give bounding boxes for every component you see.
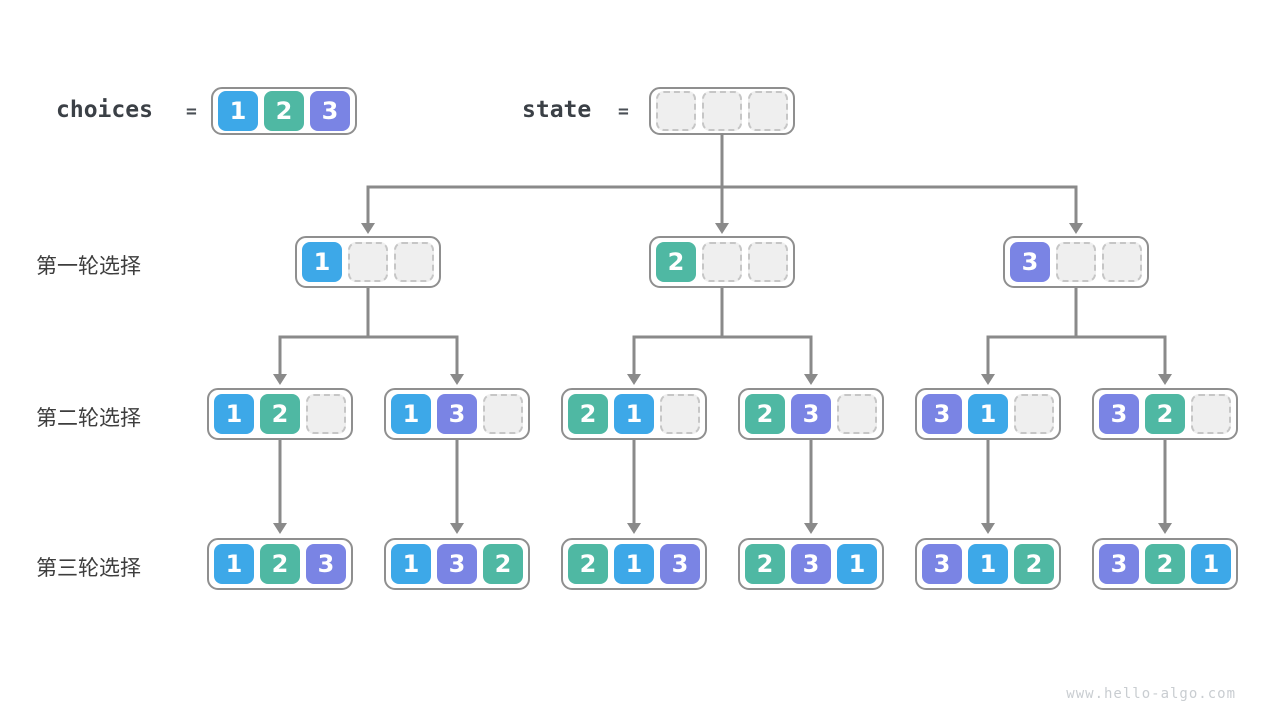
- state-keyword: state: [522, 97, 592, 123]
- empty-cell: [748, 242, 788, 282]
- choice-cell-2: 2: [260, 544, 300, 584]
- choice-cell-3: 3: [660, 544, 700, 584]
- choice-cell-2: 2: [260, 394, 300, 434]
- choice-cell-1: 1: [391, 544, 431, 584]
- choice-cell-1: 1: [302, 242, 342, 282]
- choice-cell-3: 3: [922, 394, 962, 434]
- choice-cell-2: 2: [264, 91, 304, 131]
- row-label-round-3: 第三轮选择: [36, 557, 141, 580]
- empty-cell: [394, 242, 434, 282]
- choices-keyword: choices: [56, 97, 153, 123]
- choice-cell-1: 1: [391, 394, 431, 434]
- choice-cell-3: 3: [437, 544, 477, 584]
- choice-cell-1: 1: [614, 544, 654, 584]
- empty-cell: [702, 91, 742, 131]
- choice-cell-2: 2: [745, 544, 785, 584]
- choice-cell-1: 1: [837, 544, 877, 584]
- choices-equals-sign: =: [186, 101, 197, 122]
- choice-cell-3: 3: [437, 394, 477, 434]
- empty-cell: [702, 242, 742, 282]
- row-label-round-1: 第一轮选择: [36, 255, 141, 278]
- watermark: www.hello-algo.com: [1066, 686, 1236, 702]
- choice-cell-1: 1: [968, 394, 1008, 434]
- choice-cell-3: 3: [791, 394, 831, 434]
- state-node-r1-2: 2: [649, 236, 795, 288]
- choice-cell-3: 3: [1099, 394, 1139, 434]
- empty-cell: [483, 394, 523, 434]
- empty-cell: [1056, 242, 1096, 282]
- empty-cell: [348, 242, 388, 282]
- empty-cell: [1102, 242, 1142, 282]
- choice-cell-2: 2: [745, 394, 785, 434]
- state-equals-sign: =: [618, 101, 629, 122]
- choice-cell-1: 1: [1191, 544, 1231, 584]
- choice-cell-2: 2: [1014, 544, 1054, 584]
- choice-cell-1: 1: [218, 91, 258, 131]
- empty-cell: [660, 394, 700, 434]
- empty-cell: [837, 394, 877, 434]
- choice-cell-2: 2: [656, 242, 696, 282]
- choice-cell-3: 3: [791, 544, 831, 584]
- choice-cell-2: 2: [568, 394, 608, 434]
- choice-cell-3: 3: [1099, 544, 1139, 584]
- state-node-r1-1: 1: [295, 236, 441, 288]
- choice-cell-1: 1: [214, 394, 254, 434]
- choice-cell-3: 3: [922, 544, 962, 584]
- empty-cell: [1014, 394, 1054, 434]
- choice-cell-2: 2: [1145, 544, 1185, 584]
- empty-cell: [748, 91, 788, 131]
- choice-cell-2: 2: [1145, 394, 1185, 434]
- choice-cell-2: 2: [568, 544, 608, 584]
- choice-cell-3: 3: [306, 544, 346, 584]
- empty-cell: [1191, 394, 1231, 434]
- choice-cell-3: 3: [1010, 242, 1050, 282]
- state-node-r1-3: 3: [1003, 236, 1149, 288]
- choice-cell-1: 1: [614, 394, 654, 434]
- choice-cell-1: 1: [968, 544, 1008, 584]
- choice-cell-1: 1: [214, 544, 254, 584]
- choice-cell-2: 2: [483, 544, 523, 584]
- choice-cell-3: 3: [310, 91, 350, 131]
- empty-cell: [306, 394, 346, 434]
- row-label-round-2: 第二轮选择: [36, 407, 141, 430]
- empty-cell: [656, 91, 696, 131]
